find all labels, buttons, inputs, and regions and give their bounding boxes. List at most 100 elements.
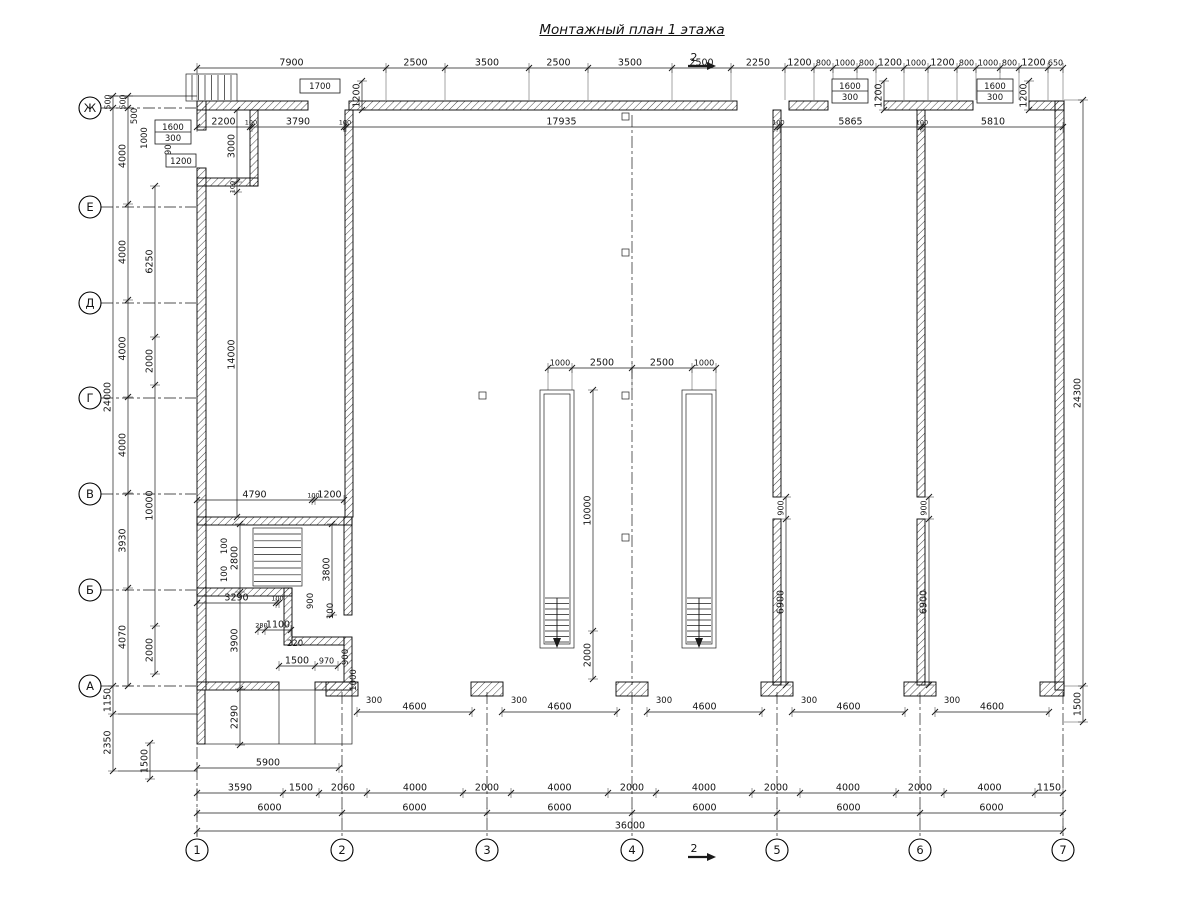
axis-row-circle — [78, 578, 102, 602]
svg-text:2060: 2060 — [331, 783, 355, 794]
svg-text:3930: 3930 — [118, 528, 129, 552]
svg-text:220: 220 — [287, 639, 303, 649]
svg-text:2350: 2350 — [103, 730, 114, 754]
svg-text:2290: 2290 — [230, 705, 241, 729]
svg-text:4000: 4000 — [547, 783, 571, 794]
stair-symbols — [191, 75, 711, 648]
svg-text:100: 100 — [245, 119, 257, 127]
axis-row-circle — [78, 674, 102, 698]
svg-text:1150: 1150 — [1037, 783, 1061, 794]
axis-col-circle — [185, 838, 209, 862]
svg-text:2000: 2000 — [145, 638, 156, 662]
svg-text:36000: 36000 — [615, 821, 645, 832]
axis-row-circle — [78, 386, 102, 410]
svg-text:6000: 6000 — [402, 803, 426, 814]
svg-text:4600: 4600 — [980, 702, 1004, 713]
svg-text:6000: 6000 — [692, 803, 716, 814]
svg-text:2000: 2000 — [475, 783, 499, 794]
svg-text:100: 100 — [229, 181, 237, 193]
svg-text:2: 2 — [691, 842, 698, 855]
svg-text:А: А — [86, 679, 94, 693]
svg-text:100: 100 — [220, 538, 230, 554]
svg-text:1500: 1500 — [289, 783, 313, 794]
svg-text:3290: 3290 — [224, 593, 248, 604]
svg-text:500: 500 — [119, 94, 128, 109]
svg-text:2800: 2800 — [230, 546, 241, 570]
svg-text:300: 300 — [511, 696, 527, 706]
svg-text:100: 100 — [772, 119, 784, 127]
svg-text:6250: 6250 — [145, 249, 156, 273]
section-marks: 22 — [688, 51, 716, 861]
svg-text:6900: 6900 — [919, 590, 930, 614]
svg-text:1150: 1150 — [103, 688, 114, 712]
svg-text:100: 100 — [307, 492, 319, 500]
column-marker — [621, 248, 630, 257]
svg-text:1200: 1200 — [1019, 83, 1030, 107]
svg-text:900: 900 — [164, 139, 174, 155]
svg-text:24000: 24000 — [103, 382, 114, 412]
svg-text:6: 6 — [916, 843, 923, 857]
svg-text:900: 900 — [920, 500, 929, 515]
svg-text:100: 100 — [271, 595, 283, 603]
svg-text:1700: 1700 — [309, 82, 331, 92]
svg-text:300: 300 — [656, 696, 672, 706]
svg-text:6000: 6000 — [836, 803, 860, 814]
svg-text:2000: 2000 — [145, 349, 156, 373]
svg-text:1200: 1200 — [874, 83, 885, 107]
svg-text:Б: Б — [86, 583, 94, 597]
svg-text:300: 300 — [801, 696, 817, 706]
svg-text:4000: 4000 — [118, 433, 129, 457]
svg-text:Е: Е — [86, 200, 93, 214]
interior-stair — [252, 527, 303, 587]
svg-text:800: 800 — [959, 59, 974, 68]
svg-text:1500: 1500 — [140, 749, 151, 773]
svg-text:1200: 1200 — [170, 157, 192, 167]
svg-text:2500: 2500 — [403, 58, 427, 69]
svg-text:4000: 4000 — [118, 240, 129, 264]
porch-outline — [196, 689, 353, 745]
svg-text:В: В — [86, 487, 94, 501]
svg-text:4600: 4600 — [836, 702, 860, 713]
svg-text:1200: 1200 — [352, 83, 363, 107]
svg-text:1200: 1200 — [878, 58, 902, 69]
drawing-title: Монтажный план 1 этажа — [539, 22, 725, 38]
axis-row-circle — [78, 195, 102, 219]
svg-text:1200: 1200 — [317, 490, 341, 501]
svg-text:3900: 3900 — [230, 628, 241, 652]
axis-col-circle — [330, 838, 354, 862]
svg-text:3790: 3790 — [286, 117, 310, 128]
svg-text:100: 100 — [916, 119, 928, 127]
svg-text:2000: 2000 — [583, 643, 594, 667]
svg-text:5: 5 — [773, 843, 780, 857]
svg-text:1600: 1600 — [839, 82, 861, 92]
svg-text:4000: 4000 — [403, 783, 427, 794]
svg-text:4790: 4790 — [242, 490, 266, 501]
svg-text:4000: 4000 — [692, 783, 716, 794]
axis-col-circle — [908, 838, 932, 862]
svg-text:2: 2 — [338, 843, 345, 857]
svg-text:7: 7 — [1059, 843, 1066, 857]
svg-text:1600: 1600 — [984, 82, 1006, 92]
svg-text:800: 800 — [816, 59, 831, 68]
svg-text:7900: 7900 — [279, 58, 303, 69]
svg-text:900: 900 — [341, 649, 351, 665]
svg-text:2500: 2500 — [689, 58, 713, 69]
svg-text:650: 650 — [1048, 59, 1063, 68]
svg-text:1500: 1500 — [1073, 692, 1084, 716]
svg-text:Ж: Ж — [84, 101, 97, 115]
svg-text:1100: 1100 — [266, 620, 290, 631]
column-marker — [621, 391, 630, 400]
svg-text:10000: 10000 — [583, 495, 594, 525]
svg-text:Д: Д — [86, 296, 95, 310]
svg-text:100: 100 — [220, 566, 230, 582]
walls — [196, 100, 1065, 745]
svg-text:1000: 1000 — [349, 669, 359, 691]
axis-col-circle — [475, 838, 499, 862]
svg-text:3590: 3590 — [228, 783, 252, 794]
column-marker — [478, 391, 487, 400]
svg-text:5865: 5865 — [838, 117, 862, 128]
